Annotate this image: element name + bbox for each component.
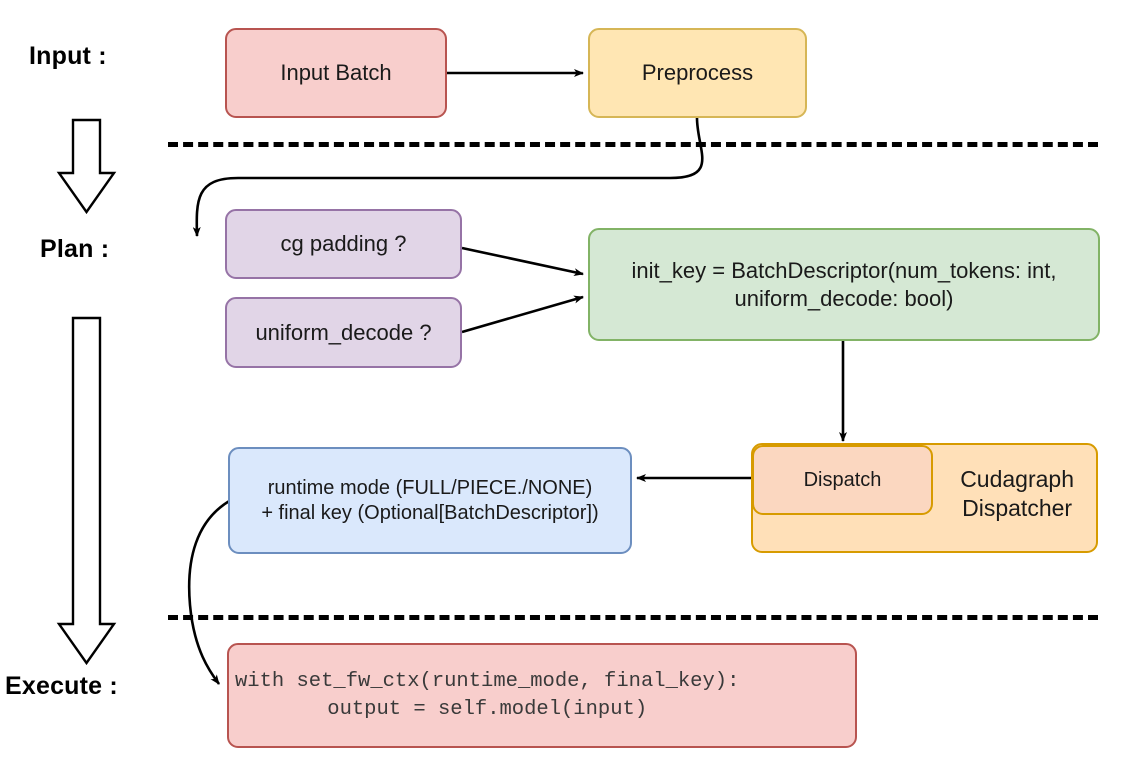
node-cg-padding-label: cg padding ? <box>280 231 407 257</box>
stage-label-execute: Execute : <box>5 672 118 700</box>
input-to-plan-block-arrow <box>56 118 117 215</box>
node-init-key-label: init_key = BatchDescriptor(num_tokens: i… <box>631 258 1057 311</box>
node-input-batch[interactable]: Input Batch <box>225 28 447 118</box>
edge-cg-padding-to-init-key <box>461 246 584 277</box>
node-input-batch-label: Input Batch <box>280 60 392 86</box>
node-cg-padding[interactable]: cg padding ? <box>225 209 462 279</box>
plan-execute-divider <box>168 615 1098 620</box>
node-preprocess[interactable]: Preprocess <box>588 28 807 118</box>
node-preprocess-label: Preprocess <box>641 60 754 86</box>
node-init-key[interactable]: init_key = BatchDescriptor(num_tokens: i… <box>588 228 1100 341</box>
node-dispatch-label: Dispatch <box>803 468 882 491</box>
node-cudagraph-dispatcher-label: Cudagraph Dispatcher <box>960 466 1074 521</box>
stage-label-plan: Plan : <box>40 235 110 263</box>
node-dispatch[interactable]: Dispatch <box>752 445 933 515</box>
plan-to-execute-block-arrow <box>56 316 117 666</box>
input-plan-divider <box>168 142 1098 147</box>
node-runtime-mode-label: runtime mode (FULL/PIECE./NONE) + final … <box>261 476 599 524</box>
node-uniform-decode[interactable]: uniform_decode ? <box>225 297 462 368</box>
node-code-block-label: with set_fw_ctx(runtime_mode, final_key)… <box>235 669 740 721</box>
node-uniform-decode-label: uniform_decode ? <box>255 319 432 345</box>
node-runtime-mode[interactable]: runtime mode (FULL/PIECE./NONE) + final … <box>228 447 632 554</box>
stage-label-input: Input : <box>29 42 107 70</box>
edge-uniform-decode-to-init-key <box>461 295 584 334</box>
edge-runtime-mode-to-code <box>187 498 232 685</box>
node-code-block[interactable]: with set_fw_ctx(runtime_mode, final_key)… <box>227 643 857 748</box>
